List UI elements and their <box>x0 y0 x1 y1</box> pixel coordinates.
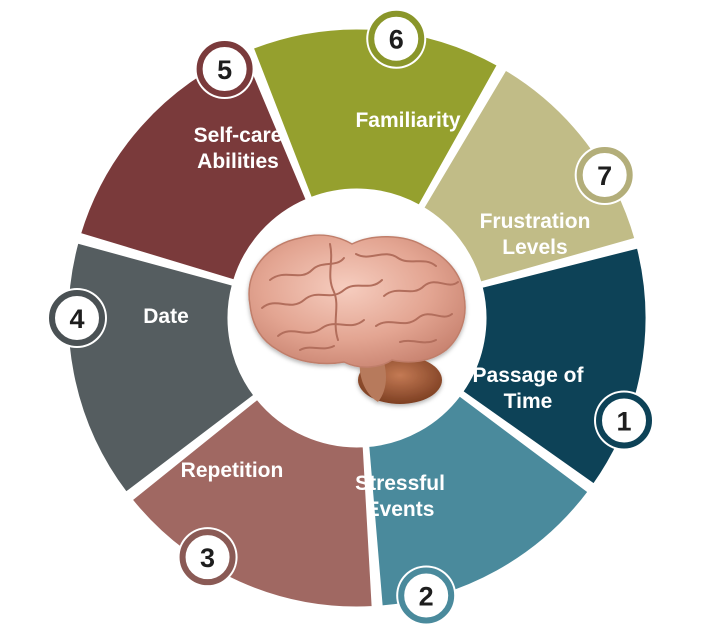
brain-folds <box>261 243 459 351</box>
badge-ring <box>596 392 653 449</box>
number-badge-6: 6 <box>366 8 427 69</box>
number-badge-5: 5 <box>194 39 255 100</box>
badge-ring <box>49 290 105 346</box>
badge-number: 6 <box>389 25 404 55</box>
brain-illustration <box>248 234 466 404</box>
segment-label-line: Abilities <box>197 150 279 173</box>
segment-7 <box>420 66 638 285</box>
brain-stem-shape <box>359 360 386 402</box>
segment-label-1: Passage of Time <box>473 364 585 413</box>
segment-label-line: Passage of <box>473 364 585 387</box>
number-badge-1: 1 <box>594 390 655 451</box>
segment-label-3: Repetition <box>181 459 284 482</box>
segment-6 <box>250 26 501 209</box>
badge-ring <box>179 529 236 586</box>
segment-label-line: Time <box>504 390 553 413</box>
segment-label-line: Frustration <box>480 210 591 233</box>
badge-ring <box>576 147 633 203</box>
number-badge-7: 7 <box>574 145 635 205</box>
badge-number: 4 <box>69 304 84 334</box>
badge-number: 1 <box>616 406 631 436</box>
segment-2 <box>366 392 592 609</box>
badge-number: 3 <box>200 543 215 573</box>
segment-label-line: Stressful <box>355 472 445 495</box>
segment-4 <box>65 240 258 496</box>
segment-label-line: Familiarity <box>355 109 460 132</box>
number-badge-3: 3 <box>177 527 238 588</box>
number-badge-2: 2 <box>396 565 457 626</box>
badge-number: 2 <box>419 582 434 612</box>
segment-label-line: Levels <box>502 236 567 259</box>
badge-number: 5 <box>217 55 232 85</box>
badge-ring <box>368 10 425 67</box>
badge-ring <box>196 41 253 98</box>
segment-label-6: Familiarity <box>355 109 460 132</box>
number-badge-4: 4 <box>47 288 107 348</box>
cerebrum-shape <box>248 234 466 368</box>
badge-ring <box>398 567 455 624</box>
badge-number: 7 <box>597 161 612 191</box>
segment-label-line: Repetition <box>181 459 284 482</box>
segment-label-line: Events <box>366 498 435 521</box>
segment-label-line: Self-care <box>194 124 283 147</box>
segment-label-4: Date <box>143 305 189 328</box>
segment-label-line: Date <box>143 305 189 328</box>
